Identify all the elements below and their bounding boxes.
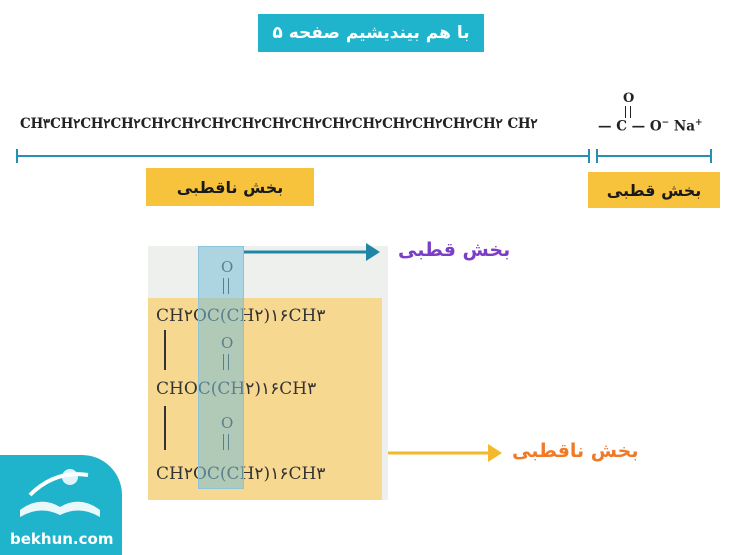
nonpolar-highlight	[148, 298, 382, 500]
sodium-ion: Na	[669, 118, 695, 135]
nonpolar-bracket-line	[17, 155, 589, 157]
polar-arrow-icon	[244, 243, 380, 261]
page-title: با هم بیندیشیم صفحه ۵	[258, 14, 484, 52]
soap-formula-chain: CH٣CH٢CH٢CH٢CH٢CH٢CH٢CH٢CH٢CH٢CH٢CH٢CH٢C…	[20, 116, 538, 132]
nonpolar-label-box: بخش ناقطبی	[146, 168, 314, 206]
polar-arrow-label: بخش قطبی	[398, 239, 511, 261]
polar-highlight	[198, 246, 244, 489]
backbone-bond-1	[164, 330, 166, 370]
carbonyl-oxygen: O	[623, 91, 635, 106]
minus-charge: −	[661, 118, 670, 128]
nonpolar-arrow-label: بخش ناقطبی	[512, 440, 639, 462]
carboxylate-group: — C — O	[598, 118, 662, 135]
bekhun-logo	[0, 455, 122, 555]
soap-formula-head: — C — O− Na+	[598, 118, 703, 135]
polar-bracket-end	[710, 149, 712, 163]
triglyceride-figure: O CH٢OC(CH٢)١۶CH٣ O CHOC(CH٢)١۶CH٣ O CH٢…	[148, 246, 388, 500]
backbone-bond-2	[164, 406, 166, 450]
plus-charge: +	[694, 118, 703, 128]
polar-bracket-line	[597, 155, 712, 157]
logo-site-text: bekhun.com	[10, 530, 114, 548]
polar-label-box: بخش قطبی	[588, 172, 720, 208]
nonpolar-bracket-end	[588, 149, 590, 163]
book-icon	[20, 469, 100, 517]
double-bond	[625, 106, 631, 118]
nonpolar-arrow-icon	[388, 444, 502, 462]
